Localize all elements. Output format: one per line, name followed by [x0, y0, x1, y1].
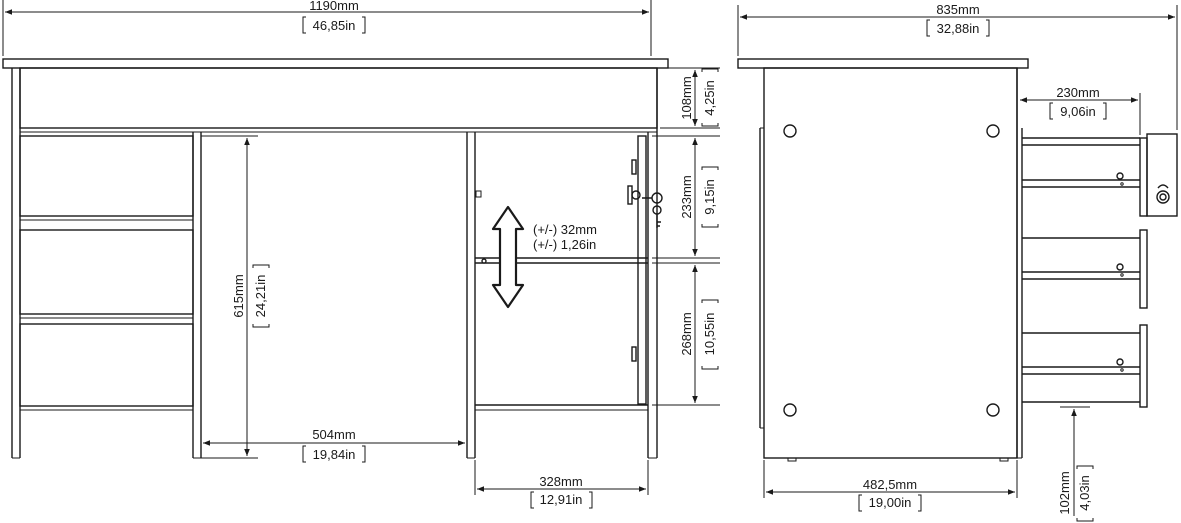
front-height-mm: 615mm	[231, 274, 246, 317]
opening-width-in: 19,84in	[313, 447, 356, 462]
left-drawer-1	[19, 135, 194, 217]
side-hole	[783, 124, 797, 138]
key-icon	[642, 192, 663, 228]
front-view: (+/-) 32mm (+/-) 1,26in 1190mm 46,85in 1…	[2, 0, 720, 509]
clearance-in: 4,03in	[1077, 475, 1092, 510]
door-width-in: 12,91in	[540, 492, 583, 507]
left-drawer-3	[19, 323, 194, 407]
drawer-extension-mm: 230mm	[1056, 85, 1099, 100]
shelf-upper-mm: 233mm	[679, 175, 694, 218]
shelf-pin	[475, 190, 482, 198]
top-drawer-panel	[19, 67, 658, 129]
cabinet-depth-mm: 482,5mm	[863, 477, 917, 492]
cabinet-depth-in: 19,00in	[869, 495, 912, 510]
hinge-icon	[631, 159, 637, 362]
side-depth-in: 32,88in	[937, 21, 980, 36]
lock-icon	[627, 185, 641, 205]
drawer-extension-in: 9,06in	[1060, 104, 1095, 119]
door-width-mm: 328mm	[539, 474, 582, 489]
double-arrow-vertical-icon	[491, 205, 525, 309]
side-hole	[986, 403, 1000, 417]
extended-drawer-1	[1022, 133, 1178, 217]
extended-drawer-3	[1022, 324, 1148, 408]
shelf-lower-mm: 268mm	[679, 312, 694, 355]
front-height-in: 24,21in	[253, 275, 268, 318]
shelf-lower-in: 10,55in	[702, 313, 717, 356]
opening-width-mm: 504mm	[312, 427, 355, 442]
front-width-in: 46,85in	[313, 18, 356, 33]
shelf-adjust-mm: (+/-) 32mm	[533, 222, 597, 237]
side-hole	[783, 403, 797, 417]
front-width-mm: 1190mm	[309, 0, 359, 13]
side-depth-mm: 835mm	[936, 2, 979, 17]
shelf-adjust-in: (+/-) 1,26in	[533, 237, 596, 252]
lock-icon	[1156, 184, 1170, 204]
side-panel	[763, 67, 1018, 459]
top-drawer-height-in: 4,25in	[702, 80, 717, 115]
side-hole	[986, 124, 1000, 138]
clearance-mm: 102mm	[1057, 471, 1072, 514]
extended-drawer-2	[1022, 229, 1148, 309]
side-view: 835mm 32,88in 230mm 9,06in 482,5mm 19,00…	[737, 2, 1178, 522]
shelf-upper-in: 9,15in	[702, 179, 717, 214]
left-drawer-2	[19, 229, 194, 315]
top-drawer-height-mm: 108mm	[679, 76, 694, 119]
side-desk-top	[737, 58, 1029, 69]
cabinet-door-edge	[637, 135, 647, 405]
desk-top	[2, 58, 669, 69]
